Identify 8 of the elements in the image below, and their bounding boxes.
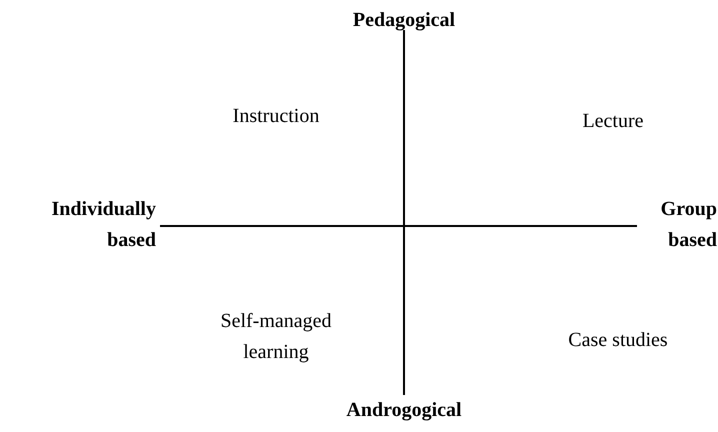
- axis-label: Group based: [660, 198, 717, 251]
- axis-label: Androgogical: [346, 399, 462, 421]
- quadrant-label: Instruction: [232, 105, 320, 127]
- quadrant-label: Self-managed learning: [220, 310, 332, 363]
- axis-label: Pedagogical: [352, 9, 456, 31]
- quadrant-label: Case studies: [568, 329, 668, 351]
- axis-label: Individually based: [51, 198, 156, 251]
- quadrant-label: Lecture: [582, 110, 644, 132]
